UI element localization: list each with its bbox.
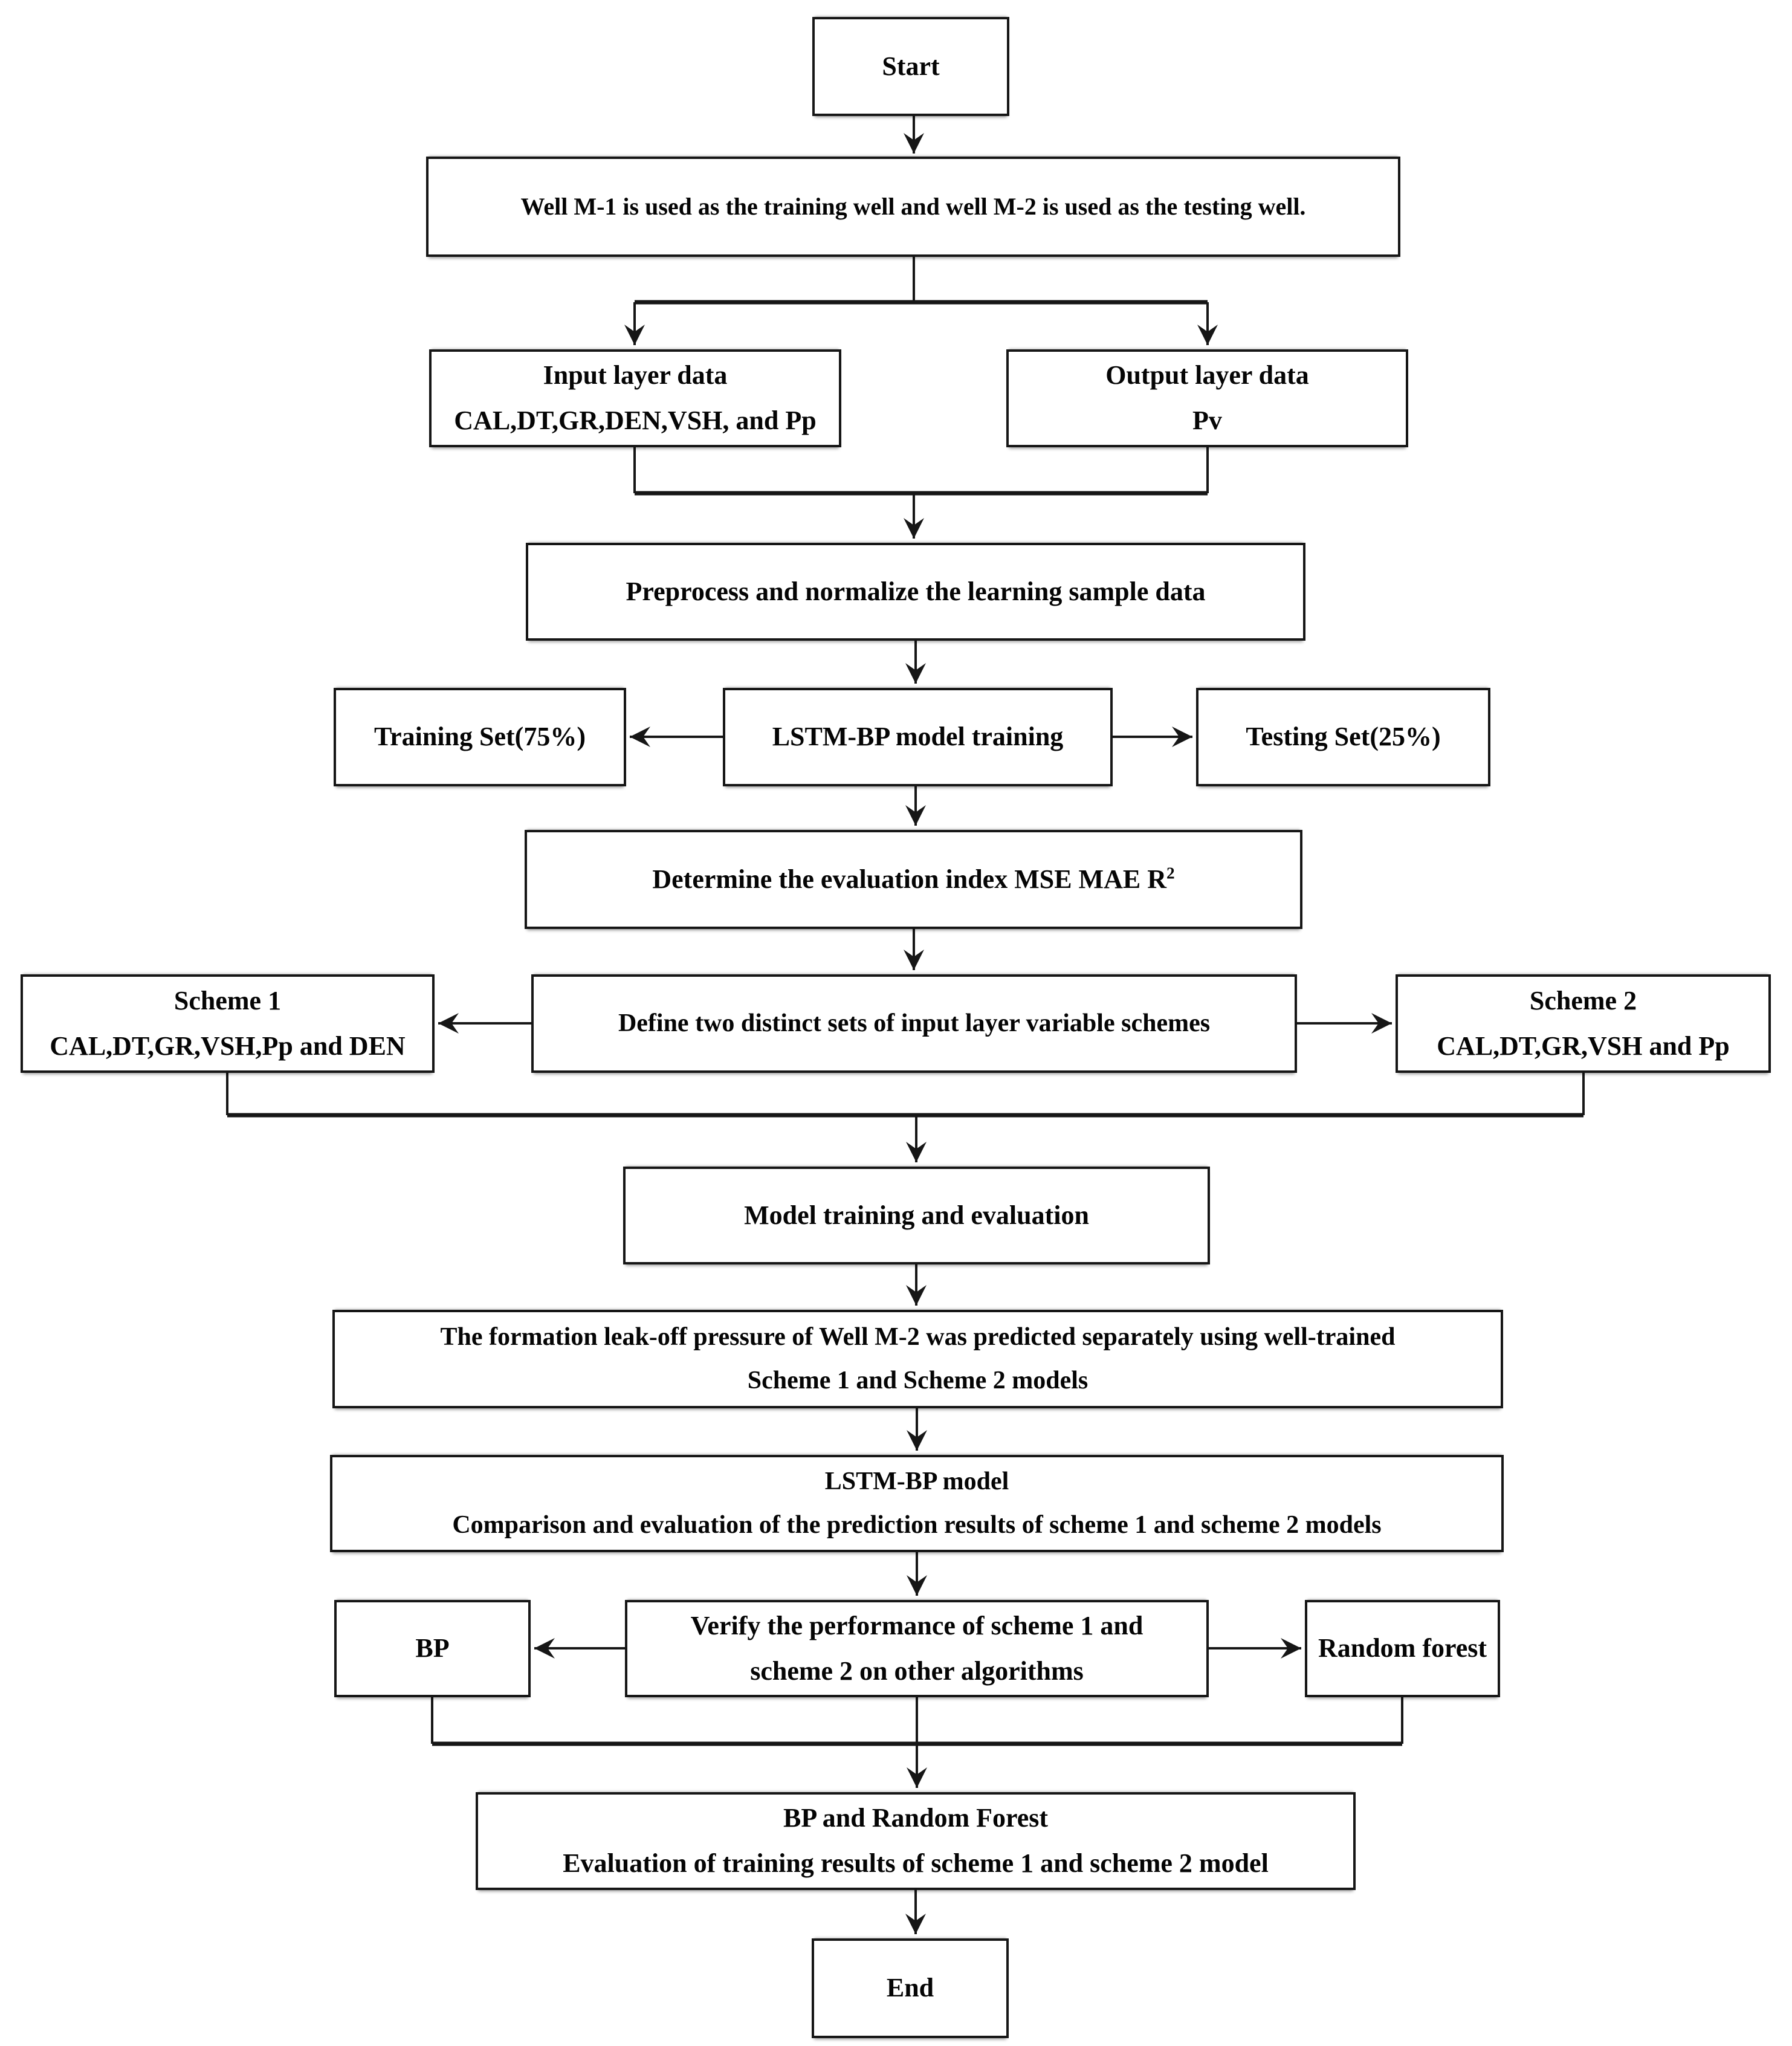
node-preprocess: Preprocess and normalize the learning sa…: [526, 543, 1305, 641]
node-verify-line1: Verify the performance of scheme 1 and: [690, 1610, 1143, 1640]
node-training-set: Training Set(75%): [334, 688, 626, 786]
node-lstm-comparison: LSTM-BP model Comparison and evaluation …: [330, 1455, 1504, 1552]
node-random-forest-label: Random forest: [1318, 1633, 1487, 1663]
node-start-label: Start: [882, 51, 940, 81]
node-scheme2-line1: Scheme 2: [1529, 985, 1637, 1015]
node-verify: Verify the performance of scheme 1 and s…: [625, 1600, 1209, 1697]
node-lstm-training: LSTM-BP model training: [723, 688, 1113, 786]
node-verify-line2: scheme 2 on other algorithms: [750, 1656, 1084, 1686]
node-output-layer: Output layer data Pv: [1006, 349, 1408, 447]
node-scheme1-line1: Scheme 1: [173, 985, 282, 1015]
node-output-layer-line2: Pv: [1192, 406, 1222, 435]
node-scheme2-line2: CAL,DT,GR,VSH and Pp: [1437, 1031, 1730, 1061]
node-scheme1: Scheme 1 CAL,DT,GR,VSH,Pp and DEN: [21, 974, 435, 1073]
node-end-label: End: [886, 1973, 934, 2003]
node-evaluation-index-label: Determine the evaluation index MSE MAE R…: [652, 863, 1175, 894]
node-testing-set-label: Testing Set(25%): [1246, 722, 1441, 752]
node-input-layer-line2: CAL,DT,GR,DEN,VSH, and Pp: [454, 406, 817, 435]
node-define-schemes-label: Define two distinct sets of input layer …: [618, 1009, 1211, 1037]
node-wells: Well M-1 is used as the training well an…: [426, 157, 1400, 257]
node-bp-rf-eval: BP and Random Forest Evaluation of train…: [476, 1792, 1356, 1890]
node-model-training-label: Model training and evaluation: [744, 1200, 1089, 1230]
node-scheme1-line2: CAL,DT,GR,VSH,Pp and DEN: [50, 1031, 406, 1061]
node-define-schemes: Define two distinct sets of input layer …: [531, 974, 1297, 1073]
node-bp: BP: [334, 1600, 531, 1697]
node-training-set-label: Training Set(75%): [374, 722, 586, 752]
node-testing-set: Testing Set(25%): [1196, 688, 1490, 786]
node-prediction: The formation leak-off pressure of Well …: [332, 1310, 1503, 1408]
node-wells-label: Well M-1 is used as the training well an…: [520, 193, 1306, 220]
node-output-layer-line1: Output layer data: [1105, 360, 1309, 390]
node-lstm-training-label: LSTM-BP model training: [772, 722, 1064, 752]
node-lstm-comparison-line2: Comparison and evaluation of the predict…: [452, 1510, 1382, 1539]
node-lstm-comparison-line1: LSTM-BP model: [824, 1468, 1009, 1496]
node-bp-rf-eval-line2: Evaluation of training results of scheme…: [563, 1848, 1269, 1878]
node-bp-rf-eval-line1: BP and Random Forest: [783, 1803, 1049, 1833]
node-preprocess-label: Preprocess and normalize the learning sa…: [626, 576, 1206, 606]
node-prediction-line1: The formation leak-off pressure of Well …: [440, 1323, 1396, 1352]
node-input-layer: Input layer data CAL,DT,GR,DEN,VSH, and …: [429, 349, 841, 447]
node-bp-label: BP: [415, 1633, 450, 1663]
node-model-training: Model training and evaluation: [623, 1167, 1210, 1264]
node-prediction-line2: Scheme 1 and Scheme 2 models: [747, 1366, 1088, 1394]
node-scheme2: Scheme 2 CAL,DT,GR,VSH and Pp: [1396, 974, 1771, 1073]
node-random-forest: Random forest: [1305, 1600, 1500, 1697]
superscript-2: 2: [1166, 863, 1175, 882]
node-evaluation-index: Determine the evaluation index MSE MAE R…: [525, 830, 1302, 929]
node-start: Start: [812, 17, 1009, 116]
node-end: End: [812, 1938, 1009, 2038]
node-input-layer-line1: Input layer data: [543, 360, 728, 390]
